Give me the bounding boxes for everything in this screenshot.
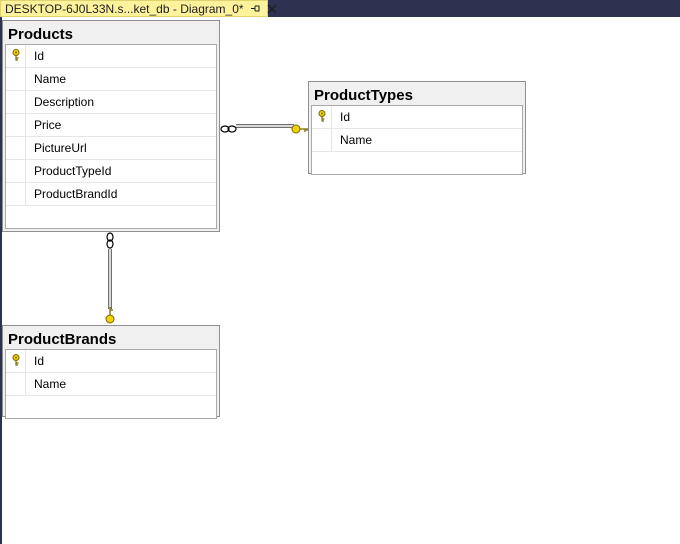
- row-selector[interactable]: [312, 106, 332, 128]
- key-icon: [291, 121, 309, 139]
- row-selector[interactable]: [6, 373, 26, 395]
- column-row[interactable]: Id: [6, 350, 216, 373]
- column-row[interactable]: Description: [6, 91, 216, 114]
- row-selector[interactable]: [6, 183, 26, 205]
- relationship-line-products-brands[interactable]: [108, 249, 112, 309]
- relationship-line-products-types[interactable]: [236, 124, 294, 128]
- column-row[interactable]: ProductTypeId: [6, 160, 216, 183]
- key-icon: [11, 353, 21, 369]
- key-icon: [317, 109, 327, 125]
- table-title: ProductBrands: [8, 331, 117, 348]
- row-selector[interactable]: [6, 91, 26, 113]
- column-name: Name: [340, 133, 373, 147]
- column-row[interactable]: Name: [312, 129, 522, 152]
- column-name: Description: [34, 95, 95, 109]
- column-row[interactable]: PictureUrl: [6, 137, 216, 160]
- column-name: Id: [34, 49, 45, 63]
- window-edge: [0, 17, 2, 544]
- column-name: Name: [34, 72, 67, 86]
- column-name: Id: [340, 110, 351, 124]
- column-row[interactable]: Name: [6, 373, 216, 396]
- column-name: ProductTypeId: [34, 164, 112, 178]
- row-selector[interactable]: [312, 129, 332, 151]
- column-name: ProductBrandId: [34, 187, 118, 201]
- new-column-row[interactable]: [6, 206, 216, 228]
- row-selector[interactable]: [6, 160, 26, 182]
- column-name: Id: [34, 354, 45, 368]
- row-selector[interactable]: [6, 350, 26, 372]
- row-selector[interactable]: [6, 68, 26, 90]
- new-column-row[interactable]: [6, 396, 216, 418]
- column-row[interactable]: Id: [6, 45, 216, 68]
- column-row[interactable]: ProductBrandId: [6, 183, 216, 206]
- diagram-tab[interactable]: DESKTOP-6J0L33N.s...ket_db - Diagram_0*: [0, 0, 277, 17]
- new-column-row[interactable]: [312, 152, 522, 174]
- row-selector[interactable]: [6, 114, 26, 136]
- document-tab-strip: DESKTOP-6J0L33N.s...ket_db - Diagram_0*: [0, 0, 680, 17]
- table-title: ProductTypes: [314, 87, 413, 104]
- key-icon: [105, 307, 115, 330]
- column-row[interactable]: Price: [6, 114, 216, 137]
- infinity-icon: [220, 121, 238, 139]
- key-icon: [11, 48, 21, 64]
- column-name: Name: [34, 377, 67, 391]
- column-name: Price: [34, 118, 62, 132]
- row-selector[interactable]: [6, 45, 26, 67]
- column-row[interactable]: Name: [6, 68, 216, 91]
- pin-icon[interactable]: [250, 2, 261, 16]
- column-name: PictureUrl: [34, 141, 87, 155]
- row-selector[interactable]: [6, 137, 26, 159]
- diagram-tab-title: DESKTOP-6J0L33N.s...ket_db - Diagram_0*: [5, 1, 244, 16]
- table-title: Products: [8, 26, 74, 43]
- close-icon[interactable]: [267, 2, 277, 16]
- column-row[interactable]: Id: [312, 106, 522, 129]
- infinity-icon: [105, 232, 115, 255]
